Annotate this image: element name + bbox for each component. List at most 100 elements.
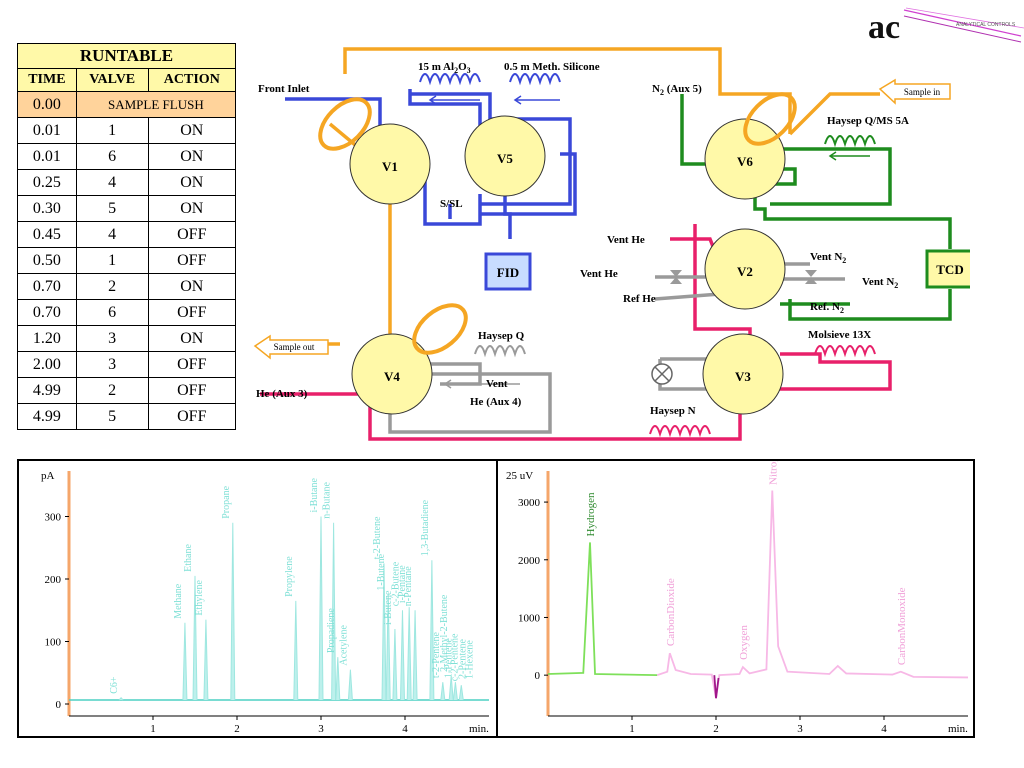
y-axis-label: 25 uV	[506, 470, 533, 482]
x-axis-label: min.	[469, 723, 489, 735]
peak-label: 1-Butene	[376, 553, 387, 590]
y-tick-label: 0	[535, 670, 541, 682]
peak-label: Ethylene	[194, 580, 205, 616]
ref-n2-label: Ref. N2	[810, 301, 844, 315]
x-tick-label: 1	[150, 723, 156, 735]
valve-v1-label: V1	[382, 159, 398, 174]
x-tick-label: 4	[402, 723, 408, 735]
analytical-controls-logo: ac ANALYTICAL CONTROLS	[868, 7, 1024, 44]
front-inlet-label: Front Inlet	[258, 83, 310, 95]
sample-out-label: Sample out	[274, 342, 315, 352]
vent-he-1-label: Vent He	[607, 234, 645, 246]
y-tick-label: 0	[56, 699, 62, 711]
col-al2o3-label: 15 m Al2O3	[418, 61, 471, 75]
valve-v4-label: V4	[384, 369, 400, 384]
peak-label: 1,3-Butadiene	[420, 499, 431, 556]
header-time: TIME	[17, 68, 77, 92]
peak-label: Methane	[173, 583, 184, 619]
runtable-cell-action: OFF	[147, 299, 237, 326]
fid-detector	[484, 252, 532, 291]
peak-label: Acetylene	[338, 625, 349, 666]
peak-label: Propylene	[284, 556, 295, 597]
peak-label: 2-Pentene	[457, 638, 468, 679]
runtable-cell-time: 2.00	[17, 351, 77, 378]
runtable-cell-valve: 1	[75, 247, 149, 274]
sample-in-arrow	[878, 78, 951, 105]
peak-label: Propane	[221, 485, 232, 518]
vent-n2-2-label: Vent N2	[862, 276, 898, 290]
peak	[440, 682, 446, 701]
peak	[458, 685, 464, 701]
valve-v4	[351, 333, 433, 415]
valve-v6-label: V6	[737, 154, 753, 169]
runtable: RUNTABLE TIME VALVE ACTION 0.00 SAMPLE F…	[17, 43, 237, 430]
peak-label: t-2-Butene	[372, 516, 383, 559]
runtable-cell-action: ON	[147, 325, 237, 352]
peak-label: i-Pentane	[397, 565, 408, 603]
peak	[412, 610, 418, 701]
runtable-cell-time: 0.30	[17, 195, 77, 222]
tcd-detector	[925, 249, 970, 289]
peak-label: Propadiene	[326, 608, 337, 654]
first-row-action: SAMPLE FLUSH	[75, 91, 237, 118]
series-label: Oxygen	[738, 625, 750, 660]
runtable-cell-time: 0.50	[17, 247, 77, 274]
series-dip	[713, 675, 720, 699]
peak	[318, 516, 324, 701]
peak-label: 1-Pentene	[443, 638, 454, 679]
runtable-cell-time: 0.01	[17, 117, 77, 144]
peak	[118, 696, 124, 701]
runtable-cell-time: 0.01	[17, 143, 77, 170]
runtable-cell-time: 1.20	[17, 325, 77, 352]
header-valve: VALVE	[75, 68, 149, 92]
runtable-cell-valve: 4	[75, 221, 149, 248]
series-label: CarbonDioxide	[665, 578, 677, 646]
peak	[203, 619, 209, 701]
fid-label: FID	[497, 265, 519, 280]
peak-label: c-2-Pentene	[449, 633, 460, 681]
sample-in-label: Sample in	[904, 87, 941, 97]
peak-label: i-Butene	[383, 590, 394, 625]
y-axis-label: pA	[41, 470, 55, 482]
series-main	[656, 490, 969, 699]
runtable-cell-valve: 3	[75, 325, 149, 352]
he-aux3-label: He (Aux 3)	[256, 388, 308, 400]
peak	[347, 669, 353, 701]
peak-label: n-Pentane	[403, 566, 414, 607]
peak	[293, 600, 299, 701]
haysep-qms-label: Haysep Q/MS 5A	[827, 115, 909, 127]
peak	[230, 522, 236, 701]
x-tick-label: 3	[318, 723, 324, 735]
vent-he-2-label: Vent He	[580, 268, 618, 280]
sample-out-arrow	[253, 334, 329, 360]
peak-label: n-Butane	[322, 482, 333, 519]
molsieve-label: Molsieve 13X	[808, 329, 871, 341]
peak	[335, 657, 341, 701]
y-tick-label: 100	[45, 637, 62, 649]
valve-v1	[349, 123, 431, 205]
haysep-q-label: Haysep Q	[478, 330, 525, 342]
peak-label: i-Butane	[309, 478, 320, 513]
runtable-cell-action: OFF	[147, 377, 237, 404]
x-tick-label: 2	[234, 723, 240, 735]
runtable-cell-valve: 3	[75, 351, 149, 378]
runtable-cell-action: OFF	[147, 403, 237, 430]
valve-v5-label: V5	[497, 151, 513, 166]
x-tick-label: 4	[881, 723, 887, 735]
runtable-cell-valve: 2	[75, 273, 149, 300]
valve-v3	[702, 333, 784, 415]
ssl-label: S/SL	[440, 198, 463, 210]
peak	[429, 560, 435, 701]
valve-diagram: V1 V5 V6 V2 V4 V3 FID TCD Sample in Samp…	[253, 47, 970, 441]
peak-label: t-2-Pentene	[431, 631, 442, 678]
x-axis-label: min.	[948, 723, 968, 735]
